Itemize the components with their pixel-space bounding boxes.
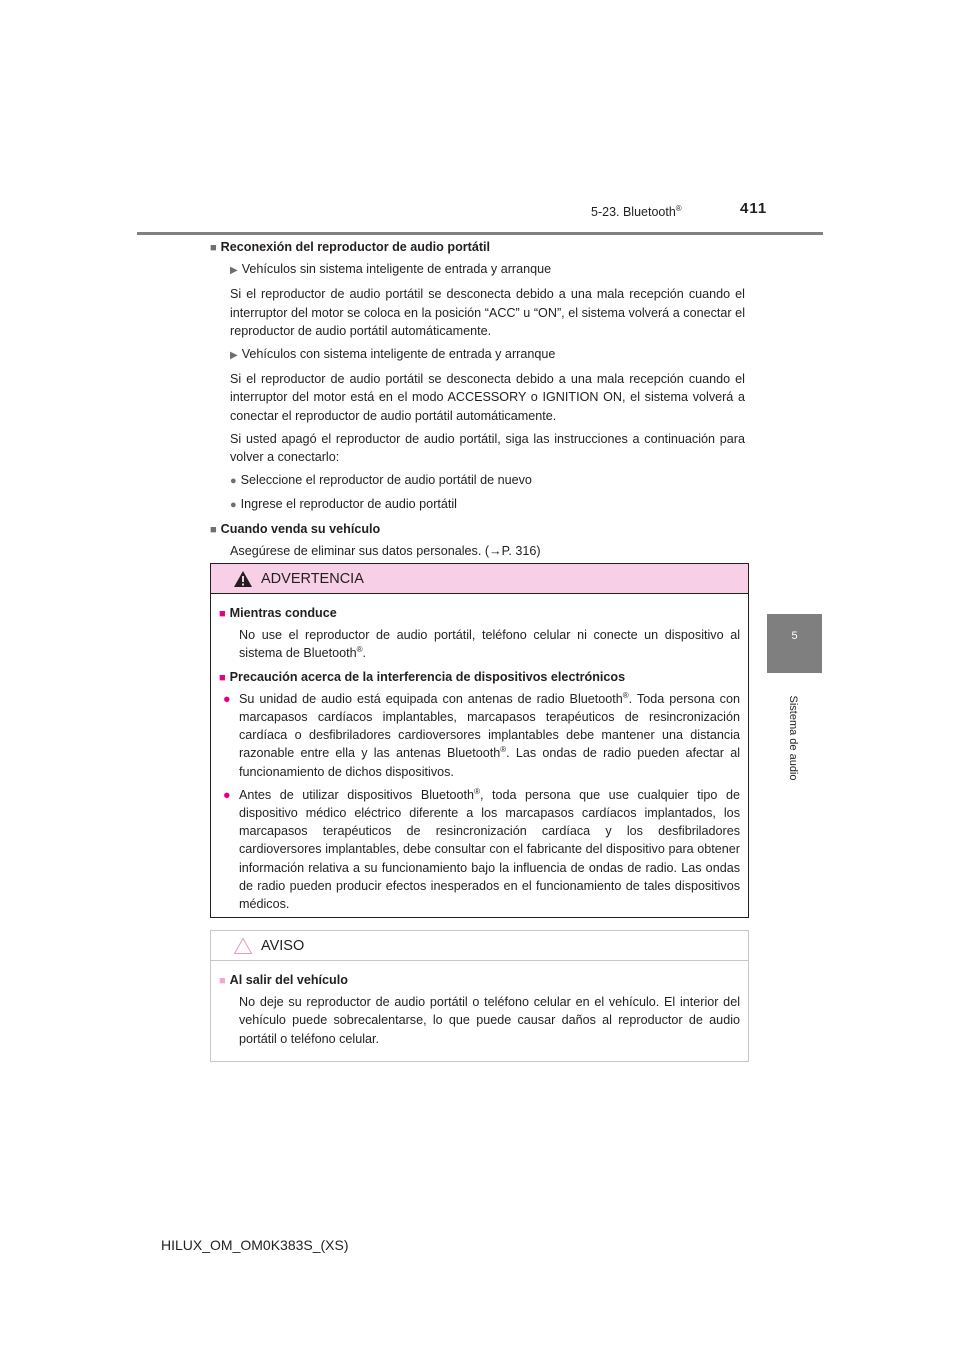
warning-title: ADVERTENCIA xyxy=(261,570,364,587)
square-bullet-icon: ■ xyxy=(219,671,226,684)
notice-header: AVISO xyxy=(211,931,748,961)
list-item: ●Seleccione el reproductor de audio port… xyxy=(230,473,532,488)
main-content: ■Reconexión del reproductor de audio por… xyxy=(210,238,745,560)
page-reference-link[interactable]: P. 316) xyxy=(501,543,541,558)
list-item: ● Antes de utilizar dispositivos Bluetoo… xyxy=(219,786,740,913)
paragraph: Si usted apagó el reproductor de audio p… xyxy=(230,431,745,465)
paragraph: Si el reproductor de audio portátil se d… xyxy=(230,372,745,423)
caution-triangle-icon xyxy=(233,936,253,954)
list-item: ●Ingrese el reproductor de audio portáti… xyxy=(230,497,457,512)
section-heading: ■Cuando venda su vehículo xyxy=(210,521,381,536)
circle-bullet-icon: ● xyxy=(223,691,231,706)
square-bullet-icon: ■ xyxy=(219,608,226,620)
paragraph: No use el reproductor de audio portátil,… xyxy=(239,628,740,661)
warning-box: ADVERTENCIA ■Mientras conduce No use el … xyxy=(210,563,749,918)
notice-heading: ■Al salir del vehículo xyxy=(219,973,348,987)
square-bullet-icon: ■ xyxy=(219,975,226,987)
paragraph: Asegúrese de eliminar sus datos personal… xyxy=(230,543,541,558)
paragraph: Si el reproductor de audio portátil se d… xyxy=(230,287,745,338)
vehicle-variant-label: ▶Vehículos sin sistema inteligente de en… xyxy=(230,262,552,277)
chapter-tab xyxy=(767,614,822,673)
warning-body: ■Mientras conduce No use el reproductor … xyxy=(211,594,748,913)
header-section-title: 5-23. Bluetooth® xyxy=(591,203,682,219)
chapter-tab-number: 5 xyxy=(791,630,798,642)
paragraph: No deje su reproductor de audio portátil… xyxy=(239,995,740,1046)
square-bullet-icon: ■ xyxy=(210,523,217,536)
warning-heading: ■Precaución acerca de la interferencia d… xyxy=(219,669,626,684)
triangle-right-icon: ▶ xyxy=(230,350,238,362)
header-divider xyxy=(137,232,823,235)
square-bullet-icon: ■ xyxy=(210,242,217,254)
circle-bullet-icon: ● xyxy=(230,499,237,512)
circle-bullet-icon: ● xyxy=(223,787,231,802)
page-number: 411 xyxy=(740,200,768,217)
section-heading: ■Reconexión del reproductor de audio por… xyxy=(210,240,491,254)
list-item: ● Su unidad de audio está equipada con a… xyxy=(219,690,740,781)
notice-box: AVISO ■Al salir del vehículo No deje su … xyxy=(210,930,749,1062)
warning-heading: ■Mientras conduce xyxy=(219,606,337,620)
footer-doc-code: HILUX_OM_OM0K383S_(XS) xyxy=(161,1237,349,1253)
arrow-right-icon: → xyxy=(489,543,502,558)
warning-triangle-icon xyxy=(234,570,252,587)
circle-bullet-icon: ● xyxy=(230,475,237,488)
chapter-tab-label: Sistema de audio xyxy=(787,695,799,781)
warning-header: ADVERTENCIA xyxy=(211,564,748,594)
triangle-right-icon: ▶ xyxy=(230,265,238,277)
vehicle-variant-label: ▶Vehículos con sistema inteligente de en… xyxy=(230,347,556,362)
notice-body: ■Al salir del vehículo No deje su reprod… xyxy=(211,961,748,1048)
notice-title: AVISO xyxy=(261,937,305,954)
